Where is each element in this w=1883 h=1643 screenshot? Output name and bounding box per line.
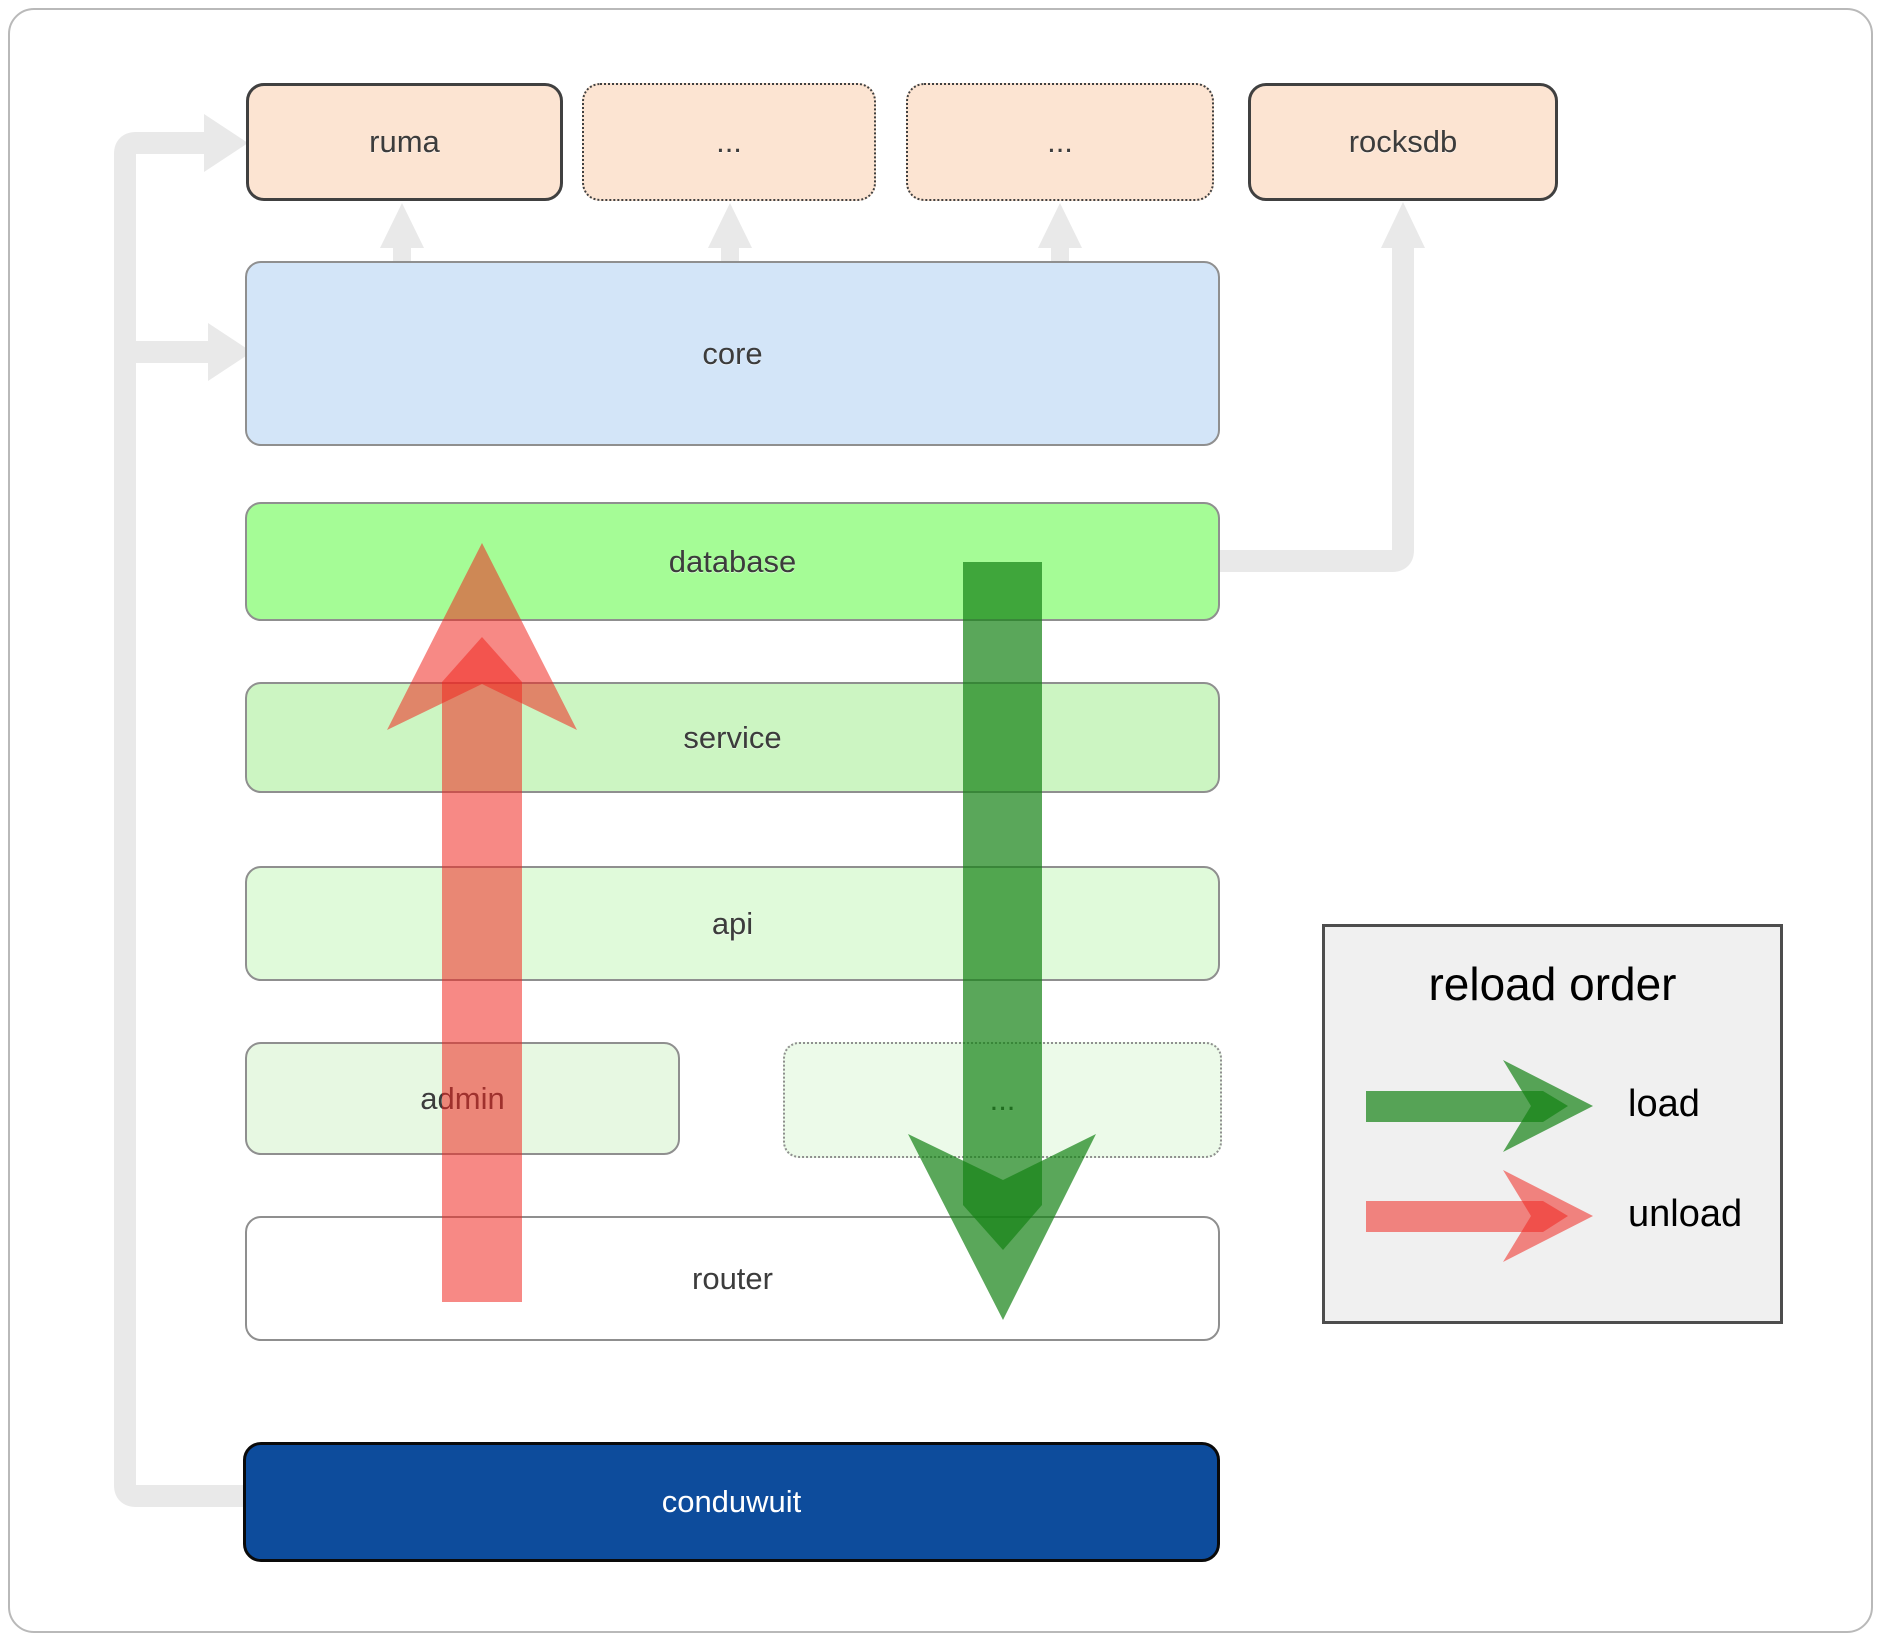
trunk-to-core-arrowhead-icon bbox=[208, 323, 252, 381]
node-admin: admin bbox=[245, 1042, 680, 1155]
legend-load-label: load bbox=[1628, 1083, 1700, 1125]
core-to-etc2-arrow-icon bbox=[1038, 203, 1082, 261]
legend-unload-arrow-head-icon bbox=[1503, 1170, 1593, 1262]
database-to-rocksdb-connector bbox=[1220, 248, 1414, 572]
node-database-label: database bbox=[668, 543, 797, 579]
legend-load-arrow-head-icon bbox=[1503, 1060, 1593, 1152]
node-core: core bbox=[245, 261, 1220, 446]
node-api: api bbox=[245, 866, 1220, 981]
node-crates-etc-2: ... bbox=[906, 83, 1214, 201]
node-admin-etc: ... bbox=[783, 1042, 1222, 1158]
legend-unload-label: unload bbox=[1628, 1193, 1743, 1235]
node-crates-etc-1-label: ... bbox=[716, 124, 742, 159]
legend-title: reload order bbox=[1428, 958, 1677, 1010]
node-router: router bbox=[245, 1216, 1220, 1341]
legend-arrows bbox=[1366, 1060, 1593, 1262]
node-rocksdb: rocksdb bbox=[1248, 83, 1558, 201]
node-database: database bbox=[245, 502, 1220, 621]
node-admin-etc-label: ... bbox=[989, 1082, 1016, 1117]
node-conduwuit: conduwuit bbox=[243, 1442, 1220, 1562]
node-crates-etc-1: ... bbox=[582, 83, 876, 201]
legend-load-arrow-shaft-icon bbox=[1366, 1091, 1568, 1122]
node-ruma-label: ruma bbox=[369, 124, 440, 159]
node-admin-label: admin bbox=[420, 1080, 505, 1116]
node-rocksdb-label: rocksdb bbox=[1348, 124, 1458, 159]
node-service-label: service bbox=[683, 719, 782, 755]
trunk-to-ruma-arrowhead-icon bbox=[204, 114, 248, 172]
conduwuit-trunk-connector bbox=[114, 132, 243, 1507]
node-crates-etc-2-label: ... bbox=[1047, 124, 1073, 159]
node-service: service bbox=[245, 682, 1220, 793]
legend-unload-arrow-shaft-icon bbox=[1366, 1201, 1568, 1232]
node-router-label: router bbox=[692, 1260, 773, 1296]
node-ruma: ruma bbox=[246, 83, 563, 201]
database-to-rocksdb-arrowhead-icon bbox=[1381, 202, 1425, 248]
node-api-label: api bbox=[711, 905, 754, 941]
node-core-label: core bbox=[702, 335, 763, 371]
node-conduwuit-label: conduwuit bbox=[661, 1484, 802, 1519]
core-to-ruma-arrow-icon bbox=[380, 203, 424, 261]
legend: reload order load unload bbox=[1322, 924, 1783, 1324]
core-to-etc1-arrow-icon bbox=[708, 203, 752, 261]
